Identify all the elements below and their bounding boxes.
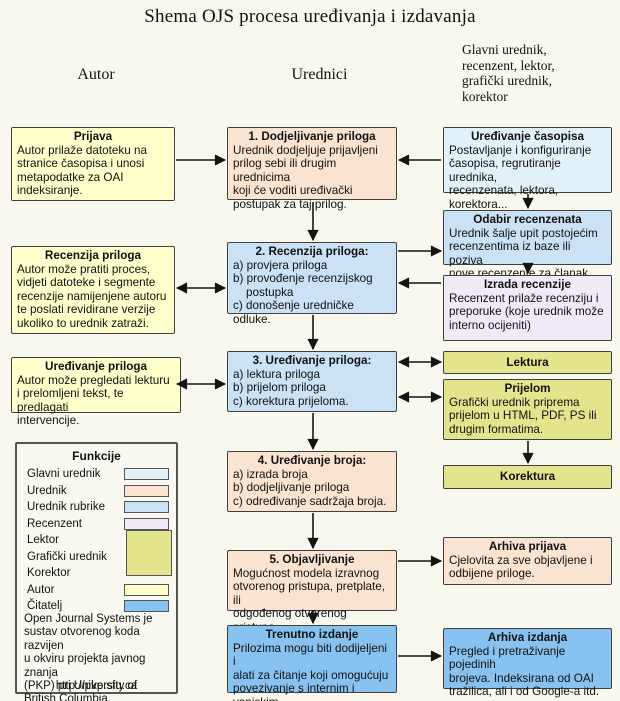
box-lektura: Lektura: [443, 351, 612, 374]
box-body: Autor može pregledati lekturu i prelomlj…: [17, 373, 170, 428]
box-1-dodjeljivanje-priloga: 1. Dodjeljivanje priloga Urednik dodjelj…: [227, 127, 397, 211]
legend-title: Funkcije: [72, 449, 121, 463]
box-title: Uređivanje časopisa: [470, 130, 585, 143]
box-prijelom: Prijelom Grafički urednik priprema prije…: [443, 379, 612, 440]
legend-url: http://pkp.sfu.ca: [55, 680, 138, 692]
box-title: 4. Uređivanje broja:: [257, 454, 367, 467]
box-uredjivanje-priloga-autor: Uređivanje priloga Autor može pregledati…: [11, 357, 181, 427]
box-title: Arhiva izdanja: [487, 631, 568, 644]
box-title: Prijava: [73, 130, 113, 143]
box-title: 5. Objavljivanje: [269, 553, 355, 566]
legend-item-urednik-rubrike: Urednik rubrike: [27, 501, 105, 513]
box-arhiva-prijava: Arhiva prijava Cjelovita za sve objavlje…: [443, 537, 612, 585]
box-2-recenzija-priloga: 2. Recenzija priloga: a) provjera prilog…: [227, 242, 397, 326]
box-title: Recenzija priloga: [44, 249, 142, 262]
column-header-urednici: Urednici: [291, 66, 348, 83]
box-title: Odabir recenzenata: [473, 213, 582, 226]
legend-funkcije: Funkcije Glavni urednik Urednik Urednik …: [15, 442, 178, 701]
box-title: 2. Recenzija priloga:: [255, 245, 369, 258]
legend-swatch-recenzent: [124, 517, 169, 530]
box-body: Cjelovita za sve objavljene i odbijene p…: [449, 553, 593, 581]
legend-item-korektor: Korektor: [27, 567, 71, 579]
box-title: Lektura: [506, 355, 549, 369]
box-body: Urednik šalje upit postojećim recenzenti…: [449, 226, 598, 281]
legend-swatch-autor: [124, 583, 169, 596]
box-body: Urednik dodjeljuje prijavljeni prilog se…: [233, 143, 378, 211]
legend-swatch-citatelj: [124, 600, 169, 612]
box-body: Pregled i pretraživanje pojedinih brojev…: [449, 644, 600, 699]
box-3-uredjivanje-priloga: 3. Uređivanje priloga: a) lektura prilog…: [227, 351, 397, 412]
box-title: Korektura: [499, 470, 556, 484]
box-body: Postavljanje i konfiguriranje časopisa, …: [449, 143, 592, 211]
box-body: Recenzent prilaže recenziju i preporuke …: [449, 291, 604, 332]
legend-item-urednik: Urednik: [27, 484, 67, 497]
box-title: 1. Dodjeljivanje priloga: [248, 130, 376, 143]
box-title: Arhiva prijava: [488, 540, 567, 553]
box-4-uredjivanje-broja: 4. Uređivanje broja: a) izrada broja b) …: [227, 451, 397, 512]
column-header-roles: Glavni urednik, recenzent, lektor, grafi…: [462, 42, 555, 104]
box-title: Prijelom: [504, 382, 551, 395]
box-trenutno-izdanje: Trenutno izdanje Prilozima mogu biti dod…: [227, 625, 397, 701]
legend-swatch-lektor-graficki-korektor: [126, 530, 172, 576]
box-prijava: Prijava Autor prilaže datoteku na strani…: [11, 127, 175, 201]
legend-item-recenzent: Recenzent: [27, 517, 82, 530]
column-header-autor: Autor: [77, 66, 115, 83]
box-arhiva-izdanja: Arhiva izdanja Pregled i pretraživanje p…: [443, 628, 612, 698]
box-body: a) izrada broja b) dodjeljivanje priloga…: [233, 467, 387, 508]
box-body: Grafički urednik priprema prijelom u HTM…: [449, 395, 597, 436]
legend-item-lektor: Lektor: [27, 534, 59, 546]
box-body: a) provjera priloga b) provođenje recenz…: [233, 258, 373, 326]
box-body: Prilozima mogu biti dodijeljeni i alati …: [233, 641, 389, 701]
legend-item-graficki-urednik: Grafički urednik: [27, 550, 107, 563]
legend-item-autor: Autor: [27, 583, 55, 596]
box-body: Autor prilaže datoteku na stranice časop…: [17, 143, 147, 198]
box-odabir-recenzenata: Odabir recenzenata Urednik šalje upit po…: [443, 210, 612, 280]
box-korektura: Korektura: [443, 465, 612, 489]
box-5-objavljivanje: 5. Objavljivanje Mogućnost modela izravn…: [227, 550, 397, 634]
legend-note: Open Journal Systems je sustav otvorenog…: [24, 613, 153, 701]
legend-swatch-urednik-rubrike: [124, 501, 169, 513]
box-title: Uređivanje priloga: [45, 360, 147, 373]
legend-swatch-glavni-urednik: [124, 468, 169, 480]
box-title: Trenutno izdanje: [265, 628, 359, 641]
box-body: Autor može pratiti proces, vidjeti datot…: [17, 262, 167, 330]
box-uredjivanje-casopisa: Uređivanje časopisa Postavljanje i konfi…: [443, 127, 612, 211]
legend-swatch-urednik: [124, 484, 169, 497]
box-title: Izrada recenzije: [483, 278, 572, 291]
diagram-title: Shema OJS procesa uređivanja i izdavanja: [144, 6, 476, 27]
box-izrada-recenzije: Izrada recenzije Recenzent prilaže recen…: [443, 275, 612, 341]
legend-item-glavni-urednik: Glavni urednik: [27, 468, 101, 480]
legend-item-citatelj: Čitatelj: [27, 600, 63, 612]
box-title: 3. Uređivanje priloga:: [252, 354, 372, 367]
box-recenzija-priloga-autor: Recenzija priloga Autor može pratiti pro…: [11, 246, 175, 334]
box-body: a) lektura priloga b) prijelom priloga c…: [233, 367, 349, 408]
